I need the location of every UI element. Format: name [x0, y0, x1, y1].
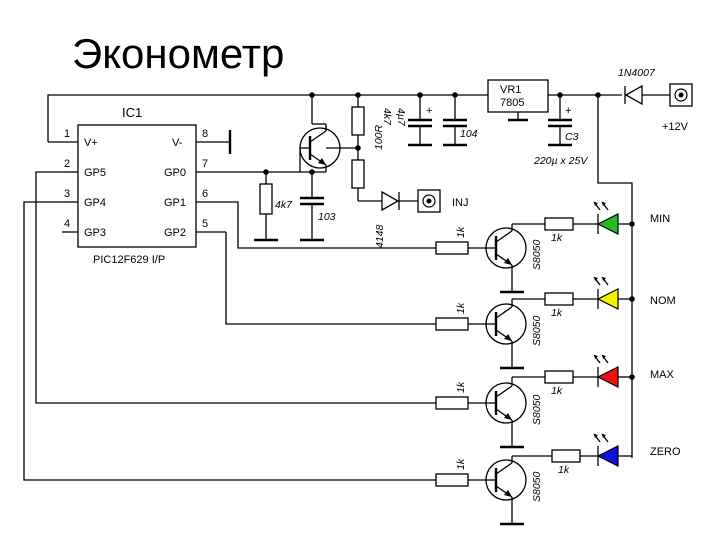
base-resistor-label: 1k [455, 302, 467, 314]
resistor-4k7-bottom-label: 4k7 [275, 199, 293, 211]
led-max [596, 366, 619, 388]
ic1-pin8-name: V- [172, 137, 183, 149]
resistor-100r-label: 100R [373, 124, 385, 150]
led-resistor-label: 1k [558, 464, 570, 476]
led-resistor [544, 217, 574, 231]
diode-4148 [381, 190, 400, 212]
cap-c3-plus: + [565, 105, 571, 117]
cap-c3-value: 220µ x 25V [533, 155, 588, 167]
base-resistor [435, 317, 469, 331]
base-resistor-label: 1k [455, 226, 467, 238]
base-resistor-label: 1k [455, 381, 467, 393]
led-min [596, 213, 619, 235]
base-resistor [435, 473, 469, 487]
ic1-body [77, 124, 197, 248]
led-resistor-label: 1k [551, 232, 563, 244]
cap-c3-ref: C3 [565, 131, 579, 143]
channel-label: ZERO [650, 446, 681, 458]
diode-1n4007-label: 1N4007 [618, 67, 656, 79]
diode-1n4007 [624, 84, 643, 106]
led-nom [596, 288, 619, 310]
ic1-pin6-num: 6 [202, 188, 208, 200]
cap-4u7-plus: + [426, 105, 432, 117]
ic1-part: PIC12F629 I/P [93, 254, 165, 266]
led-channels: 1kS80501kMIN1kS80501kNOM1kS80501kMAX1kS8… [435, 201, 681, 526]
ic1-pin6-name: GP1 [164, 197, 186, 209]
resistor-4k7-top-label: 4k7 [381, 108, 393, 126]
channel-label: MAX [650, 369, 675, 381]
regulator-part: 7805 [500, 97, 524, 109]
regulator-ref: VR1 [500, 84, 521, 96]
transistor-label: S8050 [531, 471, 543, 502]
led-zero [596, 445, 619, 467]
ic1-pin7-name: GP0 [164, 167, 186, 179]
transistor-label: S8050 [531, 239, 543, 270]
transistor-s8050 [485, 227, 527, 269]
ic1-pin4-num: 4 [64, 218, 70, 230]
ic1-pin1-num: 1 [64, 128, 70, 140]
transistor-label: S8050 [531, 394, 543, 425]
transistor-label: S8050 [531, 315, 543, 346]
ic1-pin5-num: 5 [202, 218, 208, 230]
ic1-pin2-name: GP5 [84, 167, 106, 179]
led-resistor-label: 1k [551, 307, 563, 319]
diagram-title: Эконометр [72, 30, 284, 77]
cap-103-label: 103 [318, 211, 336, 223]
supply-label: +12V [662, 121, 689, 133]
ic1-ref: IC1 [122, 105, 142, 120]
channel-label: NOM [650, 295, 676, 307]
transistor-s8050 [485, 303, 527, 345]
channel-label: MIN [650, 213, 670, 225]
led-resistor-label: 1k [551, 385, 563, 397]
base-resistor-label: 1k [455, 458, 467, 470]
led-resistor [544, 292, 574, 306]
led-resistor [551, 449, 581, 463]
ic1-pin2-num: 2 [64, 158, 70, 170]
ic1-pin1-name: V+ [84, 137, 98, 149]
ic1-pin5-name: GP2 [164, 227, 186, 239]
ic1-pin8-num: 8 [202, 128, 208, 140]
inj-label: INJ [452, 197, 469, 209]
cap-4u7-label: 4µ7 [395, 108, 407, 127]
ic1-pin4-name: GP3 [84, 227, 106, 239]
cap-104-label: 104 [460, 128, 478, 140]
ic1-pin3-name: GP4 [84, 197, 106, 209]
transistor-s8050 [485, 382, 527, 424]
base-resistor [435, 241, 469, 255]
diode-4148-label: 4148 [374, 224, 386, 248]
ic1-pin3-num: 3 [64, 188, 70, 200]
base-resistor [435, 396, 469, 410]
ic1-pin7-num: 7 [202, 158, 208, 170]
transistor-s8050 [485, 459, 527, 501]
led-resistor [544, 370, 574, 384]
